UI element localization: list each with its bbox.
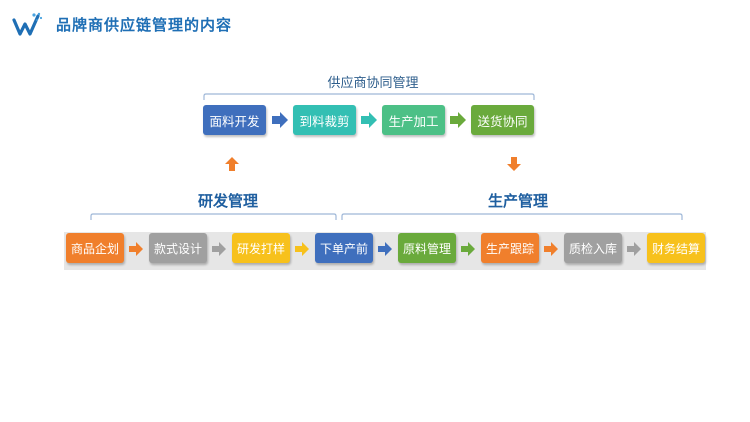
arrow-right-icon <box>378 241 392 260</box>
section-production-title: 生产管理 <box>487 192 548 210</box>
step-processing: 生产加工 <box>382 105 445 135</box>
step-quality-inspection: 质检入库 <box>564 233 622 263</box>
step-style-design: 款式设计 <box>149 233 207 263</box>
arrow-right-icon <box>212 241 226 260</box>
page-title: 品牌商供应链管理的内容 <box>56 16 233 34</box>
step-financial-settlement: 财务结算 <box>647 233 705 263</box>
arrow-right-icon <box>272 112 288 132</box>
step-pre-production-order: 下单产前 <box>315 233 373 263</box>
step-production-tracking: 生产跟踪 <box>481 233 539 263</box>
step-sampling: 研发打样 <box>232 233 290 263</box>
arrow-right-icon <box>627 241 641 260</box>
arrow-up-icon <box>225 156 239 175</box>
step-delivery: 送货协同 <box>471 105 534 135</box>
step-raw-materials: 原料管理 <box>398 233 456 263</box>
supplier-collab-title: 供应商协同管理 <box>327 76 419 91</box>
arrow-down-icon <box>507 156 521 175</box>
arrow-right-icon <box>544 241 558 260</box>
arrow-right-icon <box>129 241 143 260</box>
section-rnd-title: 研发管理 <box>197 192 258 210</box>
step-cutting: 到料裁剪 <box>293 105 356 135</box>
arrow-right-icon <box>295 241 309 260</box>
arrow-right-icon <box>450 112 466 132</box>
logo-icon <box>12 12 44 38</box>
arrow-right-icon <box>361 112 377 132</box>
arrow-right-icon <box>461 241 475 260</box>
step-merchandise-planning: 商品企划 <box>66 233 124 263</box>
step-fabric-development: 面料开发 <box>203 105 266 135</box>
